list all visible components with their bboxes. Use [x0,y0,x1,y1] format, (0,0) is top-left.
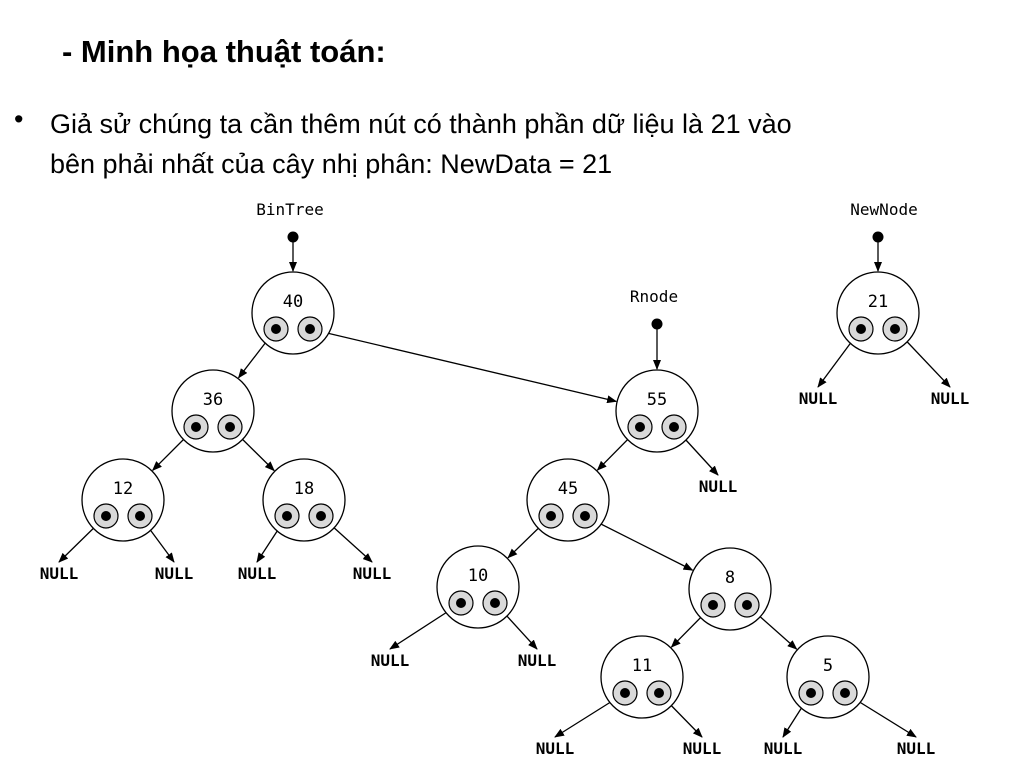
node-circle [786,635,870,719]
pointer-dot-icon [654,688,664,698]
null-label: NULL [683,739,722,758]
tree-node: 45 [526,458,610,542]
tree-node: 8 [688,547,772,631]
node-circle [526,458,610,542]
node-value: 12 [113,479,133,499]
bullet-marker: • [14,104,24,134]
null-label: NULL [353,564,392,583]
tree-node: 36 [171,369,255,453]
pointer-dot-icon [101,511,111,521]
null-label: NULL [155,564,194,583]
null-label: NULL [764,739,803,758]
null-label: NULL [931,389,970,408]
slide-title: - Minh họa thuật toán: [62,34,386,69]
child-edge [584,515,694,571]
tree-node: 10 [436,545,520,629]
node-value: 8 [725,568,735,588]
node-value: 10 [468,566,488,586]
child-edge [309,328,618,404]
bullet-text: Giả sử chúng ta cần thêm nút có thành ph… [50,109,792,179]
node-circle [251,271,335,355]
pointer-dot-icon [580,511,590,521]
null-label: NULL [371,651,410,670]
pointer-dot-icon [620,688,630,698]
null-label: NULL [40,564,79,583]
pointer-origin-icon [651,318,663,330]
node-circle [81,458,165,542]
node-circle [688,547,772,631]
tree-node: 21 [836,271,920,355]
pointer-origin-icon [287,231,299,243]
pointer-dot-icon [225,422,235,432]
pointer-dot-icon [742,600,752,610]
pointer-dot-icon [856,324,866,334]
null-label: NULL [518,651,557,670]
node-circle [262,458,346,542]
pointer-dot-icon [456,598,466,608]
pointer-origin-icon [872,231,884,243]
node-value: 40 [283,292,303,312]
pointer-dot-icon [490,598,500,608]
node-circle [436,545,520,629]
node-circle [836,271,920,355]
node-value: 5 [823,656,833,676]
tree-node: 40 [251,271,335,355]
node-value: 18 [294,479,314,499]
null-label: NULL [897,739,936,758]
node-value: 21 [868,292,888,312]
pointer-dot-icon [546,511,556,521]
node-value: 11 [632,656,652,676]
pointer-label-rnode: Rnode [630,287,678,306]
pointer-label-newnode: NewNode [850,200,917,219]
pointer-dot-icon [890,324,900,334]
null-label: NULL [699,477,738,496]
pointer-dot-icon [708,600,718,610]
pointer-dot-icon [282,511,292,521]
pointer-dot-icon [191,422,201,432]
null-label: NULL [799,389,838,408]
pointer-dot-icon [135,511,145,521]
node-circle [600,635,684,719]
node-value: 36 [203,390,223,410]
null-label: NULL [238,564,277,583]
node-value: 45 [558,479,578,499]
tree-node: 5 [786,635,870,719]
pointer-dot-icon [305,324,315,334]
pointer-dot-icon [840,688,850,698]
pointer-dot-icon [316,511,326,521]
pointer-dot-icon [669,422,679,432]
tree-node: 11 [600,635,684,719]
tree-node: 18 [262,458,346,542]
null-label: NULL [536,739,575,758]
tree-node: 12 [81,458,165,542]
node-circle [171,369,255,453]
pointer-dot-icon [635,422,645,432]
node-circle [615,369,699,453]
pointer-dot-icon [806,688,816,698]
tree-node: 55 [615,369,699,453]
pointer-dot-icon [271,324,281,334]
node-value: 55 [647,390,667,410]
pointer-label-bintree: BinTree [256,200,323,219]
